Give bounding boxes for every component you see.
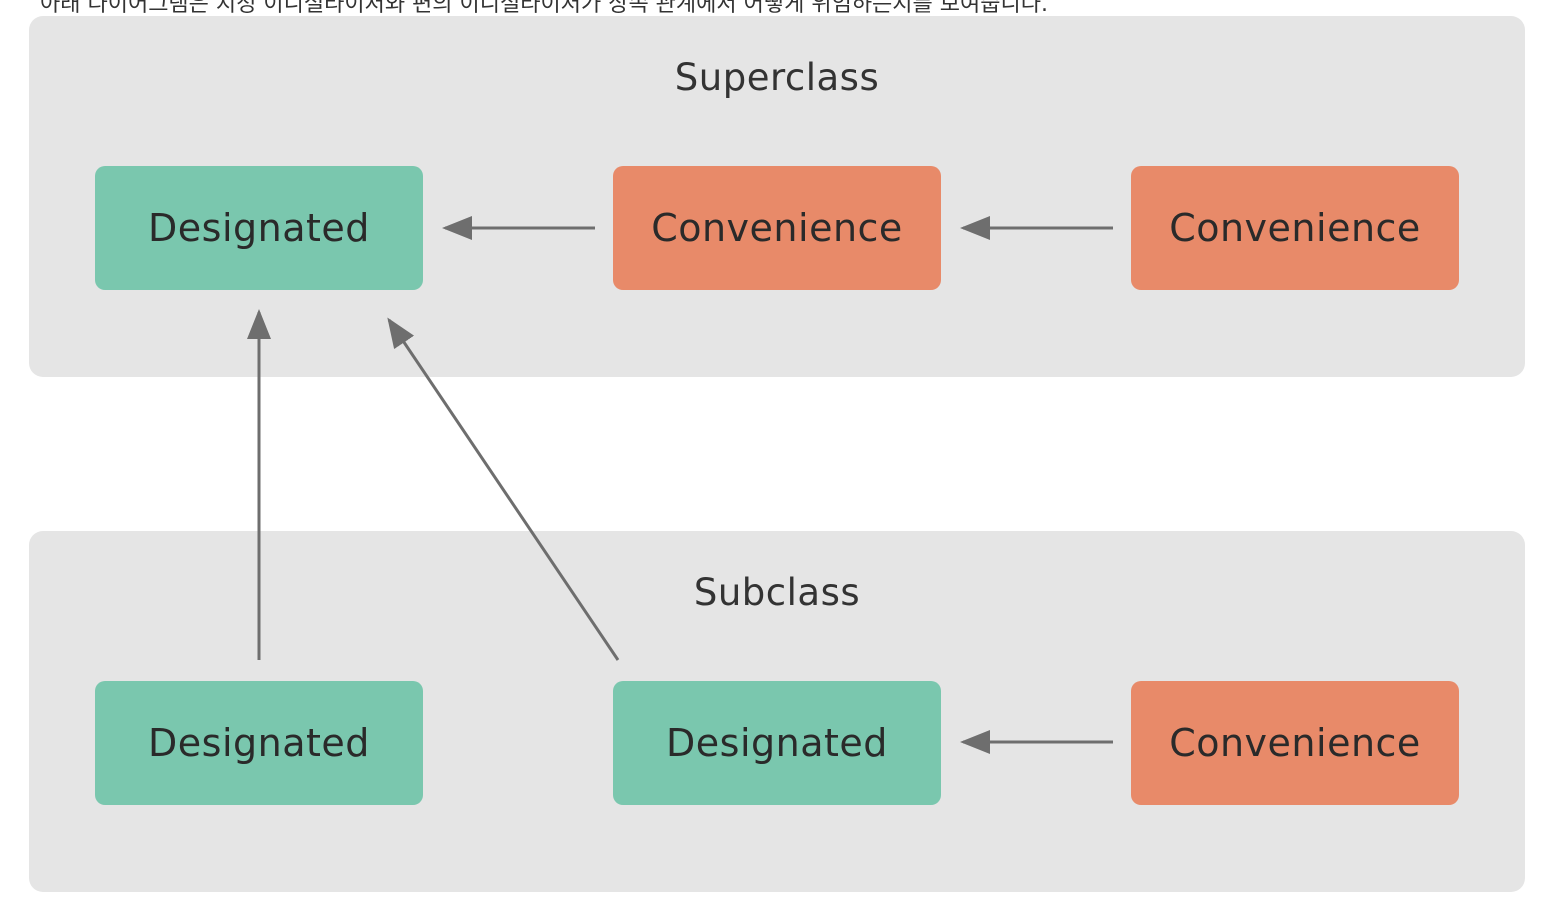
superclass-convenience-node-2: Convenience <box>1131 166 1459 290</box>
subclass-convenience-node: Convenience <box>1131 681 1459 805</box>
top-caption: 아래 다이어그램은 지정 이니셜라이저와 편의 이니셜라이저가 상속 관계에서 … <box>40 0 1048 17</box>
subclass-designated-node-2: Designated <box>613 681 941 805</box>
superclass-designated-node: Designated <box>95 166 423 290</box>
superclass-title: Superclass <box>674 56 880 99</box>
subclass-title: Subclass <box>693 571 861 614</box>
subclass-designated-node-1: Designated <box>95 681 423 805</box>
superclass-convenience-node-1: Convenience <box>613 166 941 290</box>
